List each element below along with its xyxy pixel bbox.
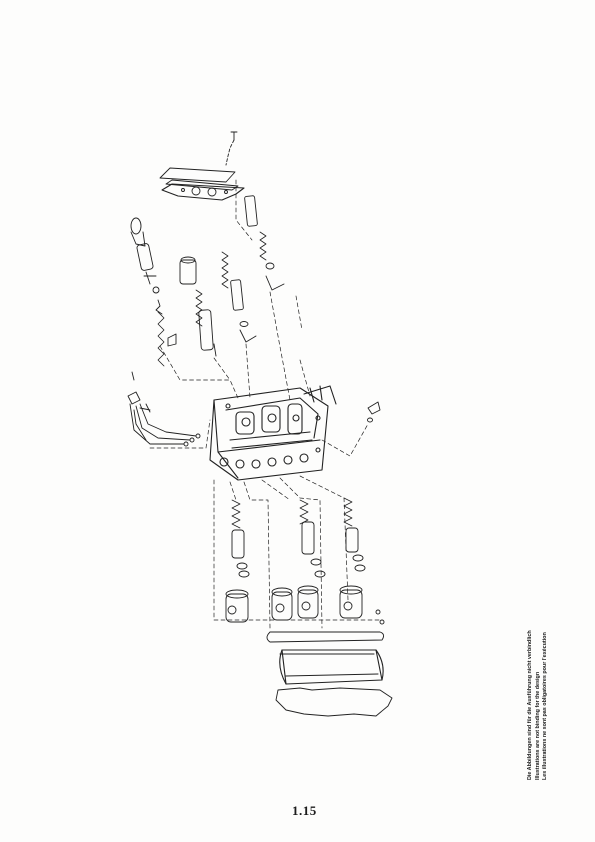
lower-spool-group-1 bbox=[231, 499, 250, 578]
disclaimer-note: Die Abbildungen sind für die Ausführung … bbox=[527, 630, 550, 780]
pan-gasket-lower bbox=[275, 687, 393, 717]
cover-plate bbox=[159, 167, 245, 201]
solenoid-4 bbox=[339, 585, 363, 619]
upper-center-spool-assembly bbox=[179, 256, 217, 357]
solenoid-2 bbox=[271, 587, 293, 621]
disclaimer-line-english: Illustrations are not binding for the de… bbox=[534, 671, 541, 780]
wiring-harness bbox=[127, 371, 201, 447]
solenoid-1 bbox=[225, 589, 249, 623]
lower-spool-group-3 bbox=[343, 497, 366, 572]
far-right-spool-assembly bbox=[244, 195, 285, 291]
solenoid-3 bbox=[297, 585, 319, 619]
top-screw bbox=[230, 131, 238, 141]
lower-spool-group-2 bbox=[299, 499, 326, 578]
upper-left-plug-assembly bbox=[130, 217, 177, 367]
pan-gasket-upper bbox=[266, 631, 385, 643]
page-number: 1.15 bbox=[292, 803, 317, 818]
small-screws bbox=[375, 609, 385, 625]
oil-pan bbox=[279, 649, 384, 685]
side-screw bbox=[367, 401, 381, 423]
upper-right-spool-assembly bbox=[221, 251, 257, 343]
valve-body bbox=[209, 385, 337, 481]
disclaimer-line-german: Die Abbildungen sind für die Ausführung … bbox=[527, 630, 533, 780]
disclaimer-line-french: Les illustrations ne sont pas obligatoir… bbox=[542, 632, 548, 780]
